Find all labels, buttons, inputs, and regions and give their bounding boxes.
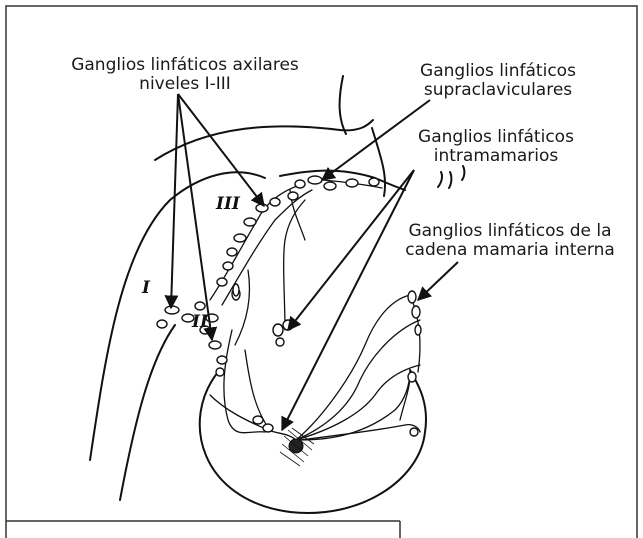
node-ax2-2 (227, 248, 237, 256)
arrow-internal-mammary (418, 262, 458, 300)
node-ax2-3 (223, 262, 233, 270)
node-ax3-3 (288, 192, 298, 200)
intramammary-nodes-label: Ganglios linfáticos intramamarios (396, 128, 596, 166)
supraclavicular-nodes-label-line2: supraclaviculares (398, 81, 598, 100)
internal-mammary-nodes-label-line2: cadena mamaria interna (390, 241, 630, 260)
shoulder-line (155, 120, 373, 160)
node-low-1 (209, 341, 221, 349)
internal-mammary-nodes-label: Ganglios linfáticos de la cadena mamaria… (390, 222, 630, 260)
node-int-4 (408, 372, 416, 382)
level-III-label: III (216, 194, 240, 214)
arm-inner-line (120, 325, 175, 500)
node-sc-3 (346, 179, 358, 187)
node-sc-5 (295, 180, 305, 188)
axillary-nodes-label: Ganglios linfáticos axilares niveles I-I… (60, 56, 310, 94)
breast-outline (200, 370, 426, 513)
node-int-3 (415, 325, 421, 335)
node-ax1-4 (157, 320, 167, 328)
node-int-2 (412, 306, 420, 318)
node-sc-1 (308, 176, 322, 184)
internal-mammary-nodes-label-line1: Ganglios linfáticos de la (390, 222, 630, 241)
skin-mark-2 (449, 172, 451, 188)
node-ax3-2 (270, 198, 280, 206)
level-I-label: I (142, 278, 150, 298)
node-mid-3 (263, 424, 273, 432)
node-ax3-1 (256, 204, 268, 212)
intramammary-nodes-label-line1: Ganglios linfáticos (396, 128, 596, 147)
node-sc-4 (369, 178, 379, 186)
node-ax3-4 (244, 218, 256, 226)
intramammary-nodes-label-line2: intramamarios (396, 147, 596, 166)
supraclavicular-nodes-label-line1: Ganglios linfáticos (398, 62, 598, 81)
axillary-nodes-label-line2: niveles I-III (60, 75, 310, 94)
skin-mark-3 (462, 166, 464, 180)
level-II-label: II (192, 312, 208, 332)
axillary-nodes-label-line1: Ganglios linfáticos axilares (60, 56, 310, 75)
node-low-3 (216, 368, 224, 376)
lymph-nodes (157, 176, 421, 436)
node-im-3 (276, 338, 284, 346)
node-mid-2 (253, 416, 263, 424)
node-int-1 (408, 291, 416, 303)
node-ax1-3 (195, 302, 205, 310)
arrow-intramammary-2 (282, 170, 414, 430)
supraclavicular-nodes-label: Ganglios linfáticos supraclaviculares (398, 62, 598, 100)
node-im-1 (273, 324, 283, 336)
node-low-2 (217, 356, 227, 364)
node-mid-1 (233, 284, 239, 296)
skin-mark-1 (438, 172, 442, 187)
node-ax2-1 (234, 234, 246, 242)
node-sc-2 (324, 182, 336, 190)
arm-outer-line (90, 172, 265, 460)
neck-line (340, 76, 346, 134)
node-ax2-4 (217, 278, 227, 286)
arrow-level-I (171, 94, 178, 308)
node-int-5 (410, 428, 418, 436)
